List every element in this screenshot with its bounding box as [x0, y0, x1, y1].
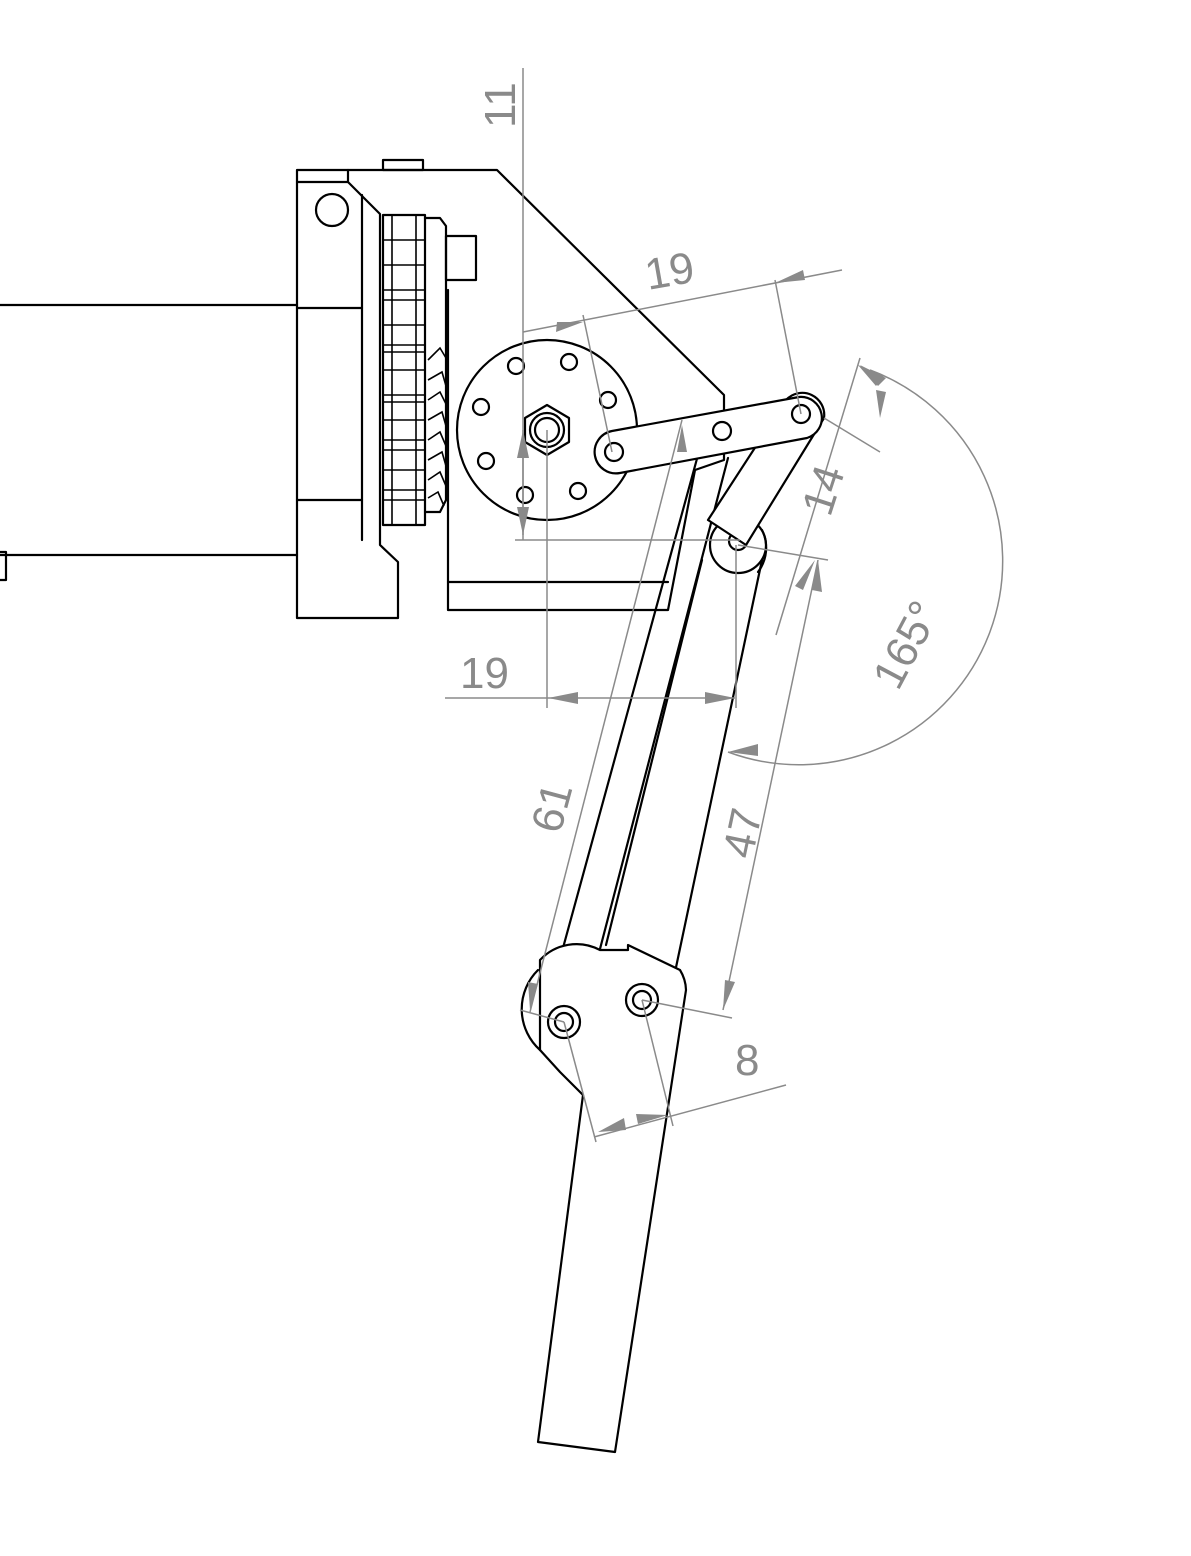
shin-link	[604, 558, 764, 1012]
motor-assembly	[0, 158, 425, 620]
dimension-lines	[445, 68, 1004, 1143]
gear-stack	[381, 213, 478, 527]
crank-link	[593, 395, 823, 475]
dim-label-19-top: 19	[641, 243, 698, 300]
dim-label-165-degrees: 165°	[864, 593, 950, 696]
dim-label-19-horizontal: 19	[460, 649, 509, 698]
long-rod	[544, 453, 730, 1020]
mount-hole-icon	[314, 192, 350, 228]
dim-label-47: 47	[714, 804, 772, 862]
dimension-labels: 11 19 19 14 61 47 8 165°	[460, 82, 950, 1085]
dim-label-11: 11	[476, 82, 525, 128]
dim-label-14: 14	[793, 459, 855, 521]
hip-bracket	[346, 168, 726, 612]
dim-label-61: 61	[522, 778, 582, 838]
foot-segment	[520, 943, 688, 1454]
dim-label-8: 8	[735, 1036, 759, 1085]
